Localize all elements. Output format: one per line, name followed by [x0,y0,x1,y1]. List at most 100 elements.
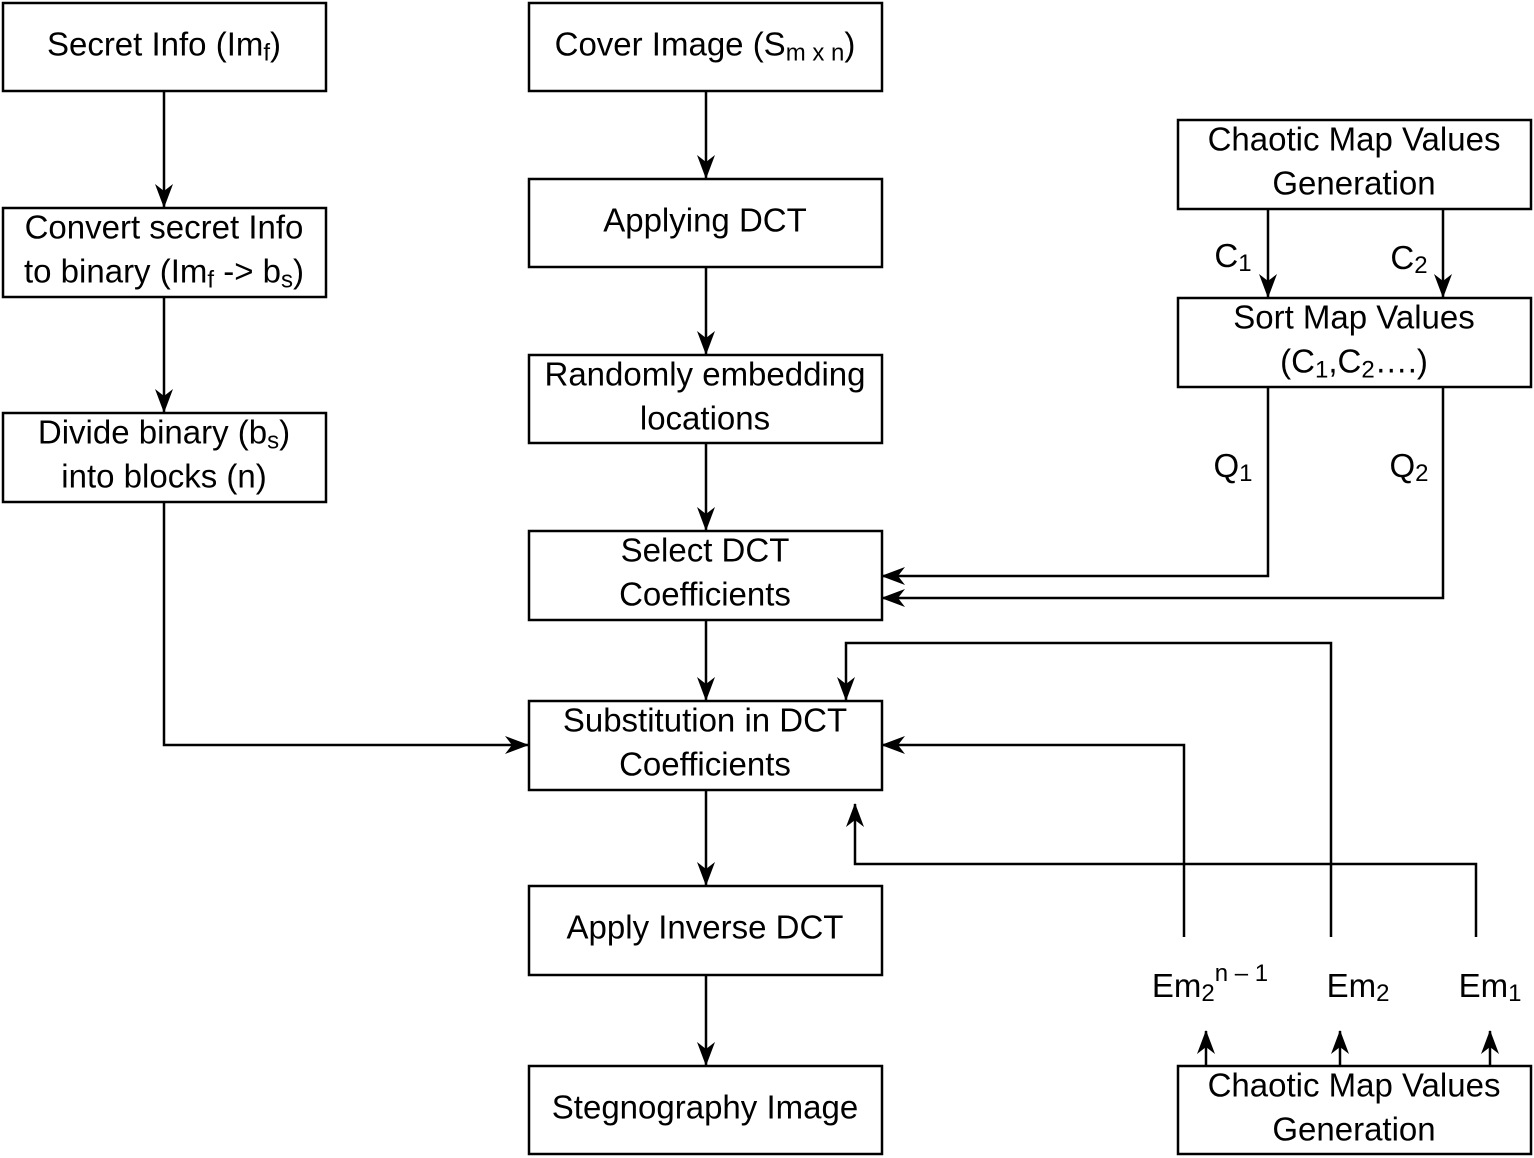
box-cover-image-text: Cover Image (Sm x n) [555,26,856,67]
arrow-em2n1-to-substitution [881,736,1186,937]
text-run: Chaotic Map Values [1208,1067,1501,1104]
label-c2: C2 [1390,239,1427,280]
box-convert-binary-text: Convert secret Info to binary (Imf -> bs) [24,209,304,294]
text-run: ) [270,26,281,63]
text-line: Sort Map Values [1233,299,1475,336]
text-run: ,C [1328,343,1361,380]
text-run: to binary (Im [24,253,207,290]
text-line: Divide binary (bs) [38,414,290,455]
arrow-q2 [881,388,1445,607]
box-select-dct: Select DCT Coefficients [527,529,884,622]
text-run: Q [1389,447,1415,484]
connectors [155,91,1499,1066]
text-line: Stegnography Image [552,1089,858,1126]
text-run: 1 [1239,460,1252,487]
label-em1: Em1 [1459,967,1522,1008]
text-run: Convert secret Info [25,209,304,246]
text-run: locations [640,400,770,437]
box-secret-info-text: Secret Info (Imf) [47,26,281,67]
text-run: Select DCT [621,532,790,569]
label-em2-n-1: Em2n – 1 [1152,960,1268,1007]
text-run: m x n [786,39,845,66]
arrow-em1-to-substitution [846,803,1478,937]
box-random-locations: Randomly embedding locations [527,353,884,445]
text-run: 2 [1361,356,1374,383]
text-line: Randomly embedding [544,356,865,393]
text-run: Randomly embedding [544,356,865,393]
text-run: Cover Image (S [555,26,786,63]
box-sort-map-text: Sort Map Values (C1,C2….) [1233,299,1475,384]
box-divide-binary: Divide binary (bs)into blocks (n) [1,411,328,504]
box-substitution-text: Substitution in DCT Coefficients [563,702,847,783]
text-line: Generation [1272,165,1435,202]
text-line: Substitution in DCT [563,702,847,739]
text-run: Apply Inverse DCT [567,909,844,946]
text-line: Chaotic Map Values [1208,121,1501,158]
text-run: 2 [1414,252,1427,279]
box-select-dct-text: Select DCT Coefficients [619,532,791,613]
box-secret-info: Secret Info (Imf) [1,1,328,93]
box-applying-dct: Applying DCT [527,177,884,269]
text-line: to binary (Imf -> bs) [24,253,304,294]
arrow-q1 [881,388,1270,585]
text-run: s [267,427,279,454]
arrow-em2-to-substitution [837,641,1333,937]
label-q1: Q1 [1213,447,1252,488]
text-run: s [281,266,293,293]
text-line: Applying DCT [603,202,807,239]
text-line: locations [640,400,770,437]
text-run: Sort Map Values [1233,299,1475,336]
text-line: Coefficients [619,746,791,783]
text-line: Apply Inverse DCT [567,909,844,946]
box-convert-binary: Convert secret Info to binary (Imf -> bs) [1,206,328,299]
text-line: Chaotic Map Values [1208,1067,1501,1104]
text-run: f [263,39,270,66]
text-line: Generation [1272,1111,1435,1148]
box-substitution: Substitution in DCT Coefficients [527,699,884,792]
text-run: (C [1280,343,1315,380]
box-random-locations-text: Randomly embedding locations [544,356,865,437]
text-run: 1 [1238,250,1251,277]
text-run: 1 [1508,980,1521,1007]
text-run: -> b [214,253,281,290]
text-run: ….) [1375,343,1428,380]
label-em2: Em2 [1327,967,1390,1008]
text-run: Generation [1272,1111,1435,1148]
box-inverse-dct-text: Apply Inverse DCT [567,909,844,946]
box-inverse-dct: Apply Inverse DCT [527,884,884,977]
text-run: 1 [1315,356,1328,383]
text-run: 2 [1201,980,1214,1007]
text-run: Substitution in DCT [563,702,847,739]
box-stego-image-text: Stegnography Image [552,1089,858,1126]
box-stego-image: Stegnography Image [527,1064,884,1156]
box-sort-map: Sort Map Values (C1,C2….) [1176,296,1533,389]
text-run: Applying DCT [603,202,807,239]
text-run: f [207,266,214,293]
text-run: Q [1213,447,1239,484]
text-run: Stegnography Image [552,1089,858,1126]
label-c1: C1 [1214,237,1251,278]
text-run: 2 [1415,460,1428,487]
text-run: C [1390,239,1414,276]
text-line: Convert secret Info [25,209,304,246]
text-run: Em [1459,967,1509,1004]
box-applying-dct-text: Applying DCT [603,202,807,239]
box-cover-image: Cover Image (Sm x n) [527,1,884,93]
text-line: into blocks (n) [61,458,266,495]
arrow-divide-to-substitution [162,502,529,754]
text-run: ) [293,253,304,290]
text-run: 2 [1376,980,1389,1007]
text-line: Secret Info (Imf) [47,26,281,67]
text-run: Chaotic Map Values [1208,121,1501,158]
text-run: Secret Info (Im [47,26,263,63]
text-run: into blocks (n) [61,458,266,495]
text-run: Coefficients [619,576,791,613]
text-run: Divide binary (b [38,414,267,451]
text-run: ) [279,414,290,451]
text-line: Cover Image (Sm x n) [555,26,856,67]
text-run: Generation [1272,165,1435,202]
